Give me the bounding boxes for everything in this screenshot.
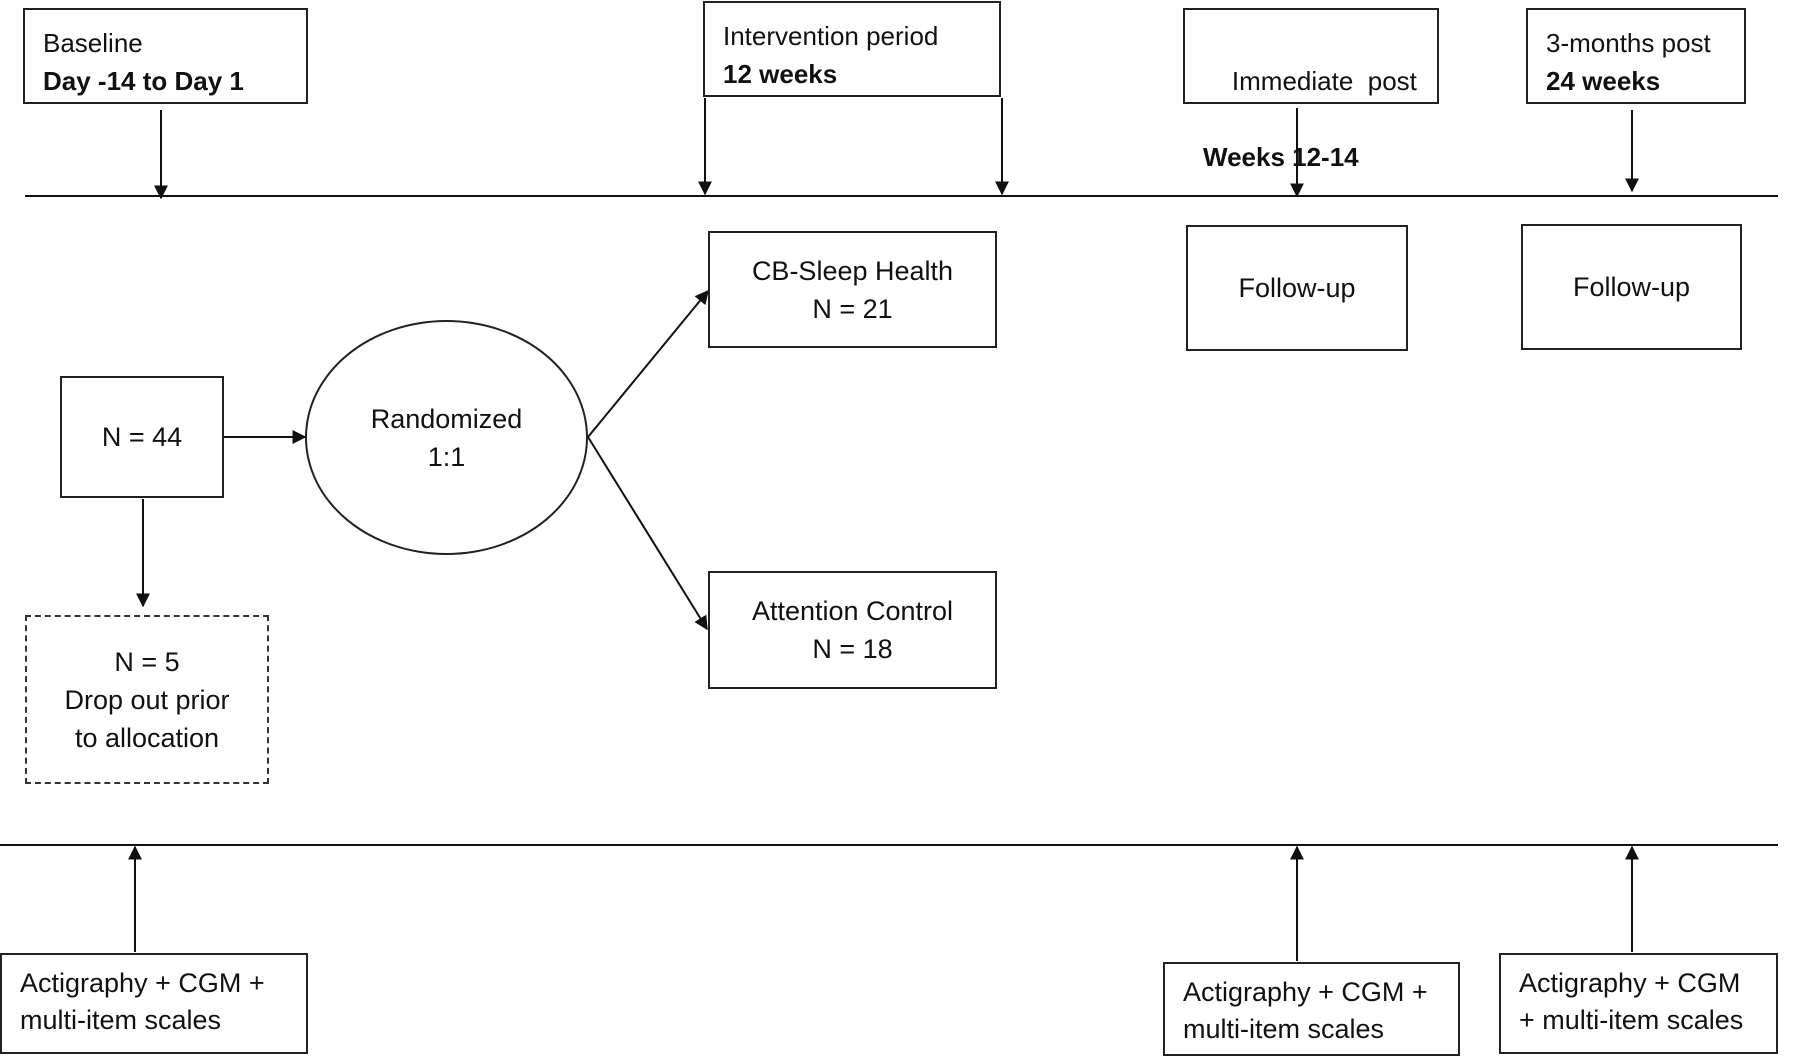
baseline-label: Baseline bbox=[43, 28, 143, 58]
control-arm-count: N = 18 bbox=[812, 634, 893, 664]
dropout-count: N = 5 bbox=[114, 646, 180, 677]
followup-three-months-label: Follow-up bbox=[1572, 272, 1691, 302]
randomized-ratio: 1:1 bbox=[427, 441, 466, 472]
arrow-randomized-to-control bbox=[587, 436, 708, 631]
randomized-label: Randomized bbox=[370, 403, 523, 434]
followup-immediate-box: Follow-up bbox=[1186, 225, 1408, 351]
enrolled-box: N = 44 bbox=[60, 376, 224, 498]
three-months-measures-line1: Actigraphy + CGM bbox=[1519, 968, 1741, 998]
three-months-label: 3-months post bbox=[1546, 28, 1711, 58]
immediate-measures-line1: Actigraphy + CGM + bbox=[1183, 977, 1428, 1007]
baseline-measures-line2: multi-item scales bbox=[20, 1005, 222, 1035]
three-months-header-box: 3-months post 24 weeks bbox=[1526, 8, 1746, 104]
intervention-period: 12 weeks bbox=[723, 59, 838, 89]
arrow-randomized-to-cb bbox=[587, 289, 709, 438]
immediate-post-period: Weeks 12-14 bbox=[1203, 142, 1359, 172]
enrolled-count: N = 44 bbox=[101, 422, 183, 452]
baseline-header-box: Baseline Day -14 to Day 1 bbox=[23, 8, 308, 104]
attention-control-box: Attention Control N = 18 bbox=[708, 571, 997, 689]
control-arm-name: Attention Control bbox=[751, 596, 954, 626]
dropout-line2: to allocation bbox=[74, 722, 220, 753]
baseline-measures-box: Actigraphy + CGM + multi-item scales bbox=[0, 953, 308, 1054]
dropout-line1: Drop out prior bbox=[64, 684, 230, 715]
followup-immediate-label: Follow-up bbox=[1238, 273, 1356, 303]
cb-arm-count: N = 21 bbox=[812, 293, 893, 324]
cb-arm-name: CB-Sleep Health bbox=[751, 255, 954, 286]
immediate-post-header-box: Immediate post Weeks 12-14 bbox=[1183, 8, 1439, 172]
three-months-measures-line2: + multi-item scales bbox=[1519, 1005, 1744, 1035]
immediate-measures-line2: multi-item scales bbox=[1183, 1014, 1385, 1044]
three-months-measures-box: Actigraphy + CGM + multi-item scales bbox=[1499, 953, 1778, 1054]
immediate-post-measures-box: Actigraphy + CGM + multi-item scales bbox=[1163, 962, 1460, 1056]
intervention-header-box: Intervention period 12 weeks bbox=[703, 1, 1001, 97]
immediate-post-label: Immediate post bbox=[1231, 66, 1417, 96]
intervention-label: Intervention period bbox=[723, 21, 939, 51]
three-months-period: 24 weeks bbox=[1546, 66, 1661, 96]
baseline-measures-line1: Actigraphy + CGM + bbox=[20, 968, 265, 998]
cb-sleep-health-box: CB-Sleep Health N = 21 bbox=[708, 231, 997, 348]
baseline-period: Day -14 to Day 1 bbox=[43, 66, 244, 96]
randomized-ellipse: Randomized 1:1 bbox=[305, 320, 588, 555]
followup-three-months-box: Follow-up bbox=[1521, 224, 1742, 350]
dropout-box: N = 5 Drop out prior to allocation bbox=[25, 615, 269, 784]
